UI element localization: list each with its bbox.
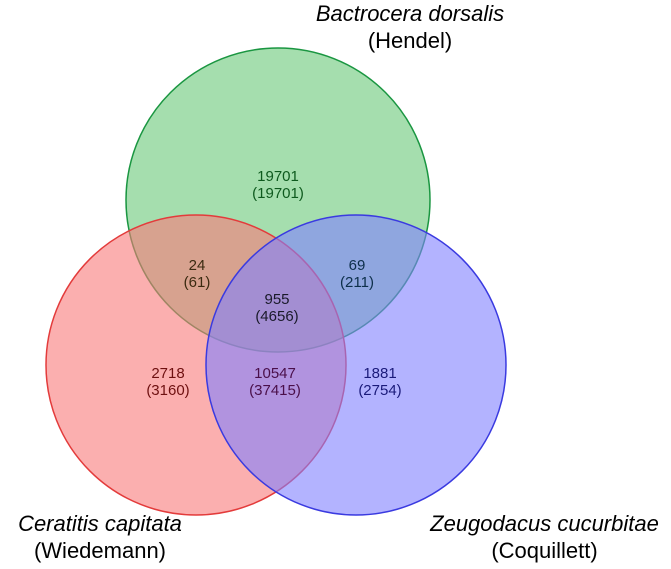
circle-zeugodacus (205, 214, 507, 516)
region-total-bactrocera-zeugodacus: (211) (340, 274, 374, 291)
region-count-zeugodacus-only: 1881 (363, 365, 396, 382)
species-name: Bactrocera dorsalis (315, 1, 505, 26)
region-count-bactrocera-zeugodacus: 69 (349, 257, 366, 274)
region-count-bactrocera-ceratitis: 24 (189, 257, 206, 274)
species-authority: (Hendel) (367, 28, 453, 53)
species-authority: (Wiedemann) (33, 538, 167, 563)
region-count-ceratitis-only: 2718 (151, 365, 184, 382)
set-label-bactrocera: Bactrocera dorsalis (Hendel) (280, 0, 540, 54)
set-label-zeugodacus: Zeugodacus cucurbitae (Coquillett) (418, 510, 671, 564)
species-authority: (Coquillett) (491, 538, 598, 563)
species-name: Zeugodacus cucurbitae (430, 511, 659, 536)
region-total-zeugodacus-only: (2754) (358, 382, 401, 399)
region-count-bactrocera-only: 19701 (257, 168, 299, 185)
region-total-all-three: (4656) (255, 308, 298, 325)
region-count-all-three: 955 (264, 291, 289, 308)
region-total-bactrocera-ceratitis: (61) (184, 274, 211, 291)
species-name: Ceratitis capitata (18, 511, 182, 536)
region-total-ceratitis-only: (3160) (146, 382, 189, 399)
region-total-bactrocera-only: (19701) (252, 185, 304, 202)
region-count-ceratitis-zeugodacus: 10547 (254, 365, 296, 382)
set-label-ceratitis: Ceratitis capitata (Wiedemann) (0, 510, 200, 564)
region-total-ceratitis-zeugodacus: (37415) (249, 382, 301, 399)
